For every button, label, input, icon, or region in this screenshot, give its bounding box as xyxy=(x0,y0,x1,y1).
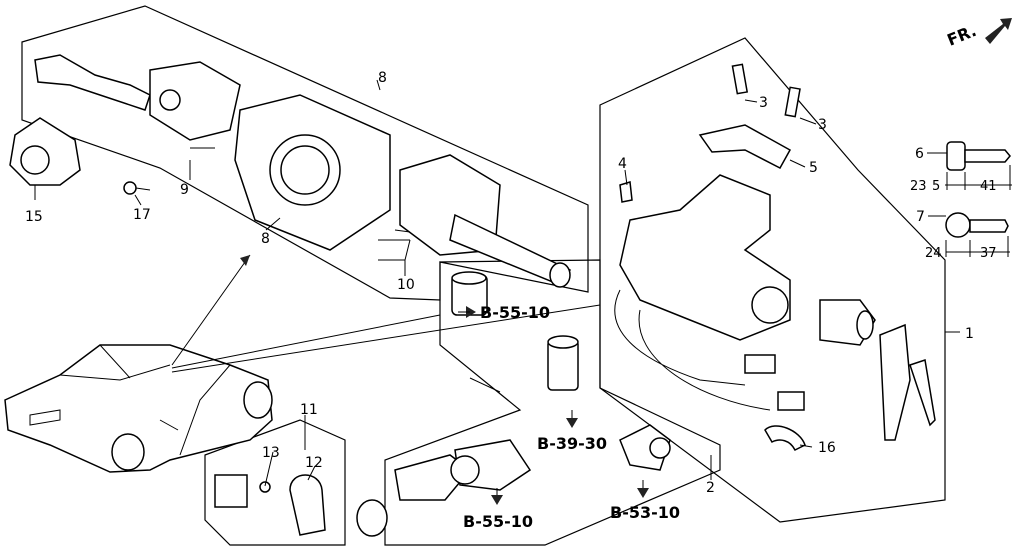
dim-key6-head: 23 xyxy=(910,179,927,194)
fuel-lid-cylinder xyxy=(619,424,671,471)
callout-9: 8 xyxy=(261,231,270,247)
callout-2: 2 xyxy=(706,480,715,496)
dim-key6-blade: 41 xyxy=(980,179,997,194)
callout-12: 11 xyxy=(300,402,318,418)
callout-10: 9 xyxy=(180,182,189,198)
screws-11 xyxy=(378,229,411,241)
fr-arrow-icon xyxy=(985,18,1012,44)
dim-key6-shoulder: 5 xyxy=(932,179,940,194)
bolt-4 xyxy=(619,181,633,203)
dim-key7-blade: 37 xyxy=(980,246,997,261)
leader-lines xyxy=(159,254,601,431)
bolt-door xyxy=(469,377,501,393)
callout-15: 15 xyxy=(25,209,43,225)
callout-5: 5 xyxy=(809,160,818,176)
sensor-group-outline xyxy=(204,419,346,546)
sensor-14 xyxy=(214,474,271,508)
car-silhouette xyxy=(4,344,273,473)
combination-switch-assembly xyxy=(34,54,572,288)
ignition-switch-assembly xyxy=(614,63,936,441)
callout-3b: 3 xyxy=(818,117,827,133)
callout-17: 17 xyxy=(133,207,151,223)
dim-key7-head: 24 xyxy=(925,246,942,261)
callout-4: 4 xyxy=(618,156,627,172)
callout-6: 6 xyxy=(915,146,924,162)
cable-reel-15 xyxy=(9,117,81,186)
callout-8: 8 xyxy=(378,70,387,86)
trunk-cylinder xyxy=(547,335,579,391)
clamp-16 xyxy=(764,425,806,452)
callout-11: 10 xyxy=(397,277,415,293)
callout-1: 1 xyxy=(965,326,974,342)
direction-marker: FR. xyxy=(944,21,979,50)
callout-7: 7 xyxy=(916,209,925,225)
key-7 xyxy=(945,212,1010,257)
ref-fuel-lid-cylinder[interactable]: B-53-10 xyxy=(610,503,680,522)
key-6 xyxy=(945,141,1012,190)
screw-17 xyxy=(123,181,151,195)
callout-leaders xyxy=(34,79,960,487)
ref-door-cylinder[interactable]: B-55-10 xyxy=(463,512,533,531)
ignition-switch-group-outline xyxy=(599,37,946,523)
callout-14: 13 xyxy=(262,445,280,461)
callout-3a: 3 xyxy=(759,95,768,111)
cylinder-set-outline xyxy=(384,259,721,546)
callout-16: 16 xyxy=(818,440,836,456)
callout-13: 12 xyxy=(305,455,323,471)
sensor-13 xyxy=(289,474,326,536)
ref-upper-cylinder[interactable]: B-55-10 xyxy=(480,303,550,322)
reference-arrows xyxy=(458,18,1012,505)
ref-trunk-cylinder[interactable]: B-39-30 xyxy=(537,434,607,453)
door-cylinder xyxy=(356,439,532,537)
cylinder-upper xyxy=(451,271,488,316)
